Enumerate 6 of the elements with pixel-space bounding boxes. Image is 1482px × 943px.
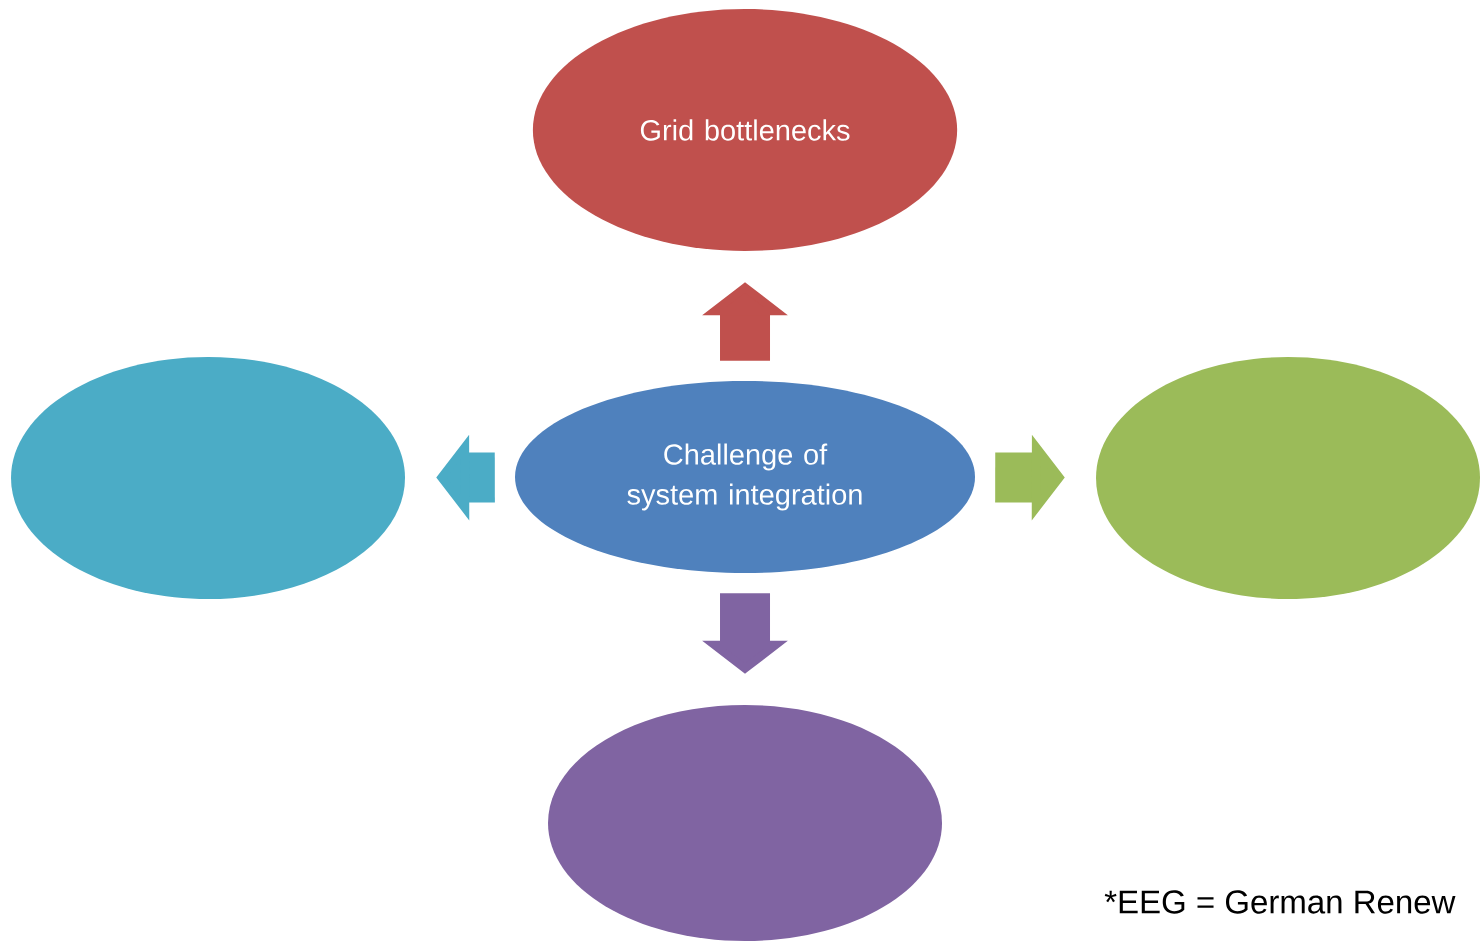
ellipse-node: Challenge of system integration (515, 381, 975, 573)
ellipse (548, 705, 942, 941)
ellipse (11, 357, 405, 599)
ellipse-node: Grid bottlenecks (532, 9, 958, 251)
footnote: *EEG = German Renew (1104, 890, 1456, 914)
ellipse (1096, 357, 1480, 599)
